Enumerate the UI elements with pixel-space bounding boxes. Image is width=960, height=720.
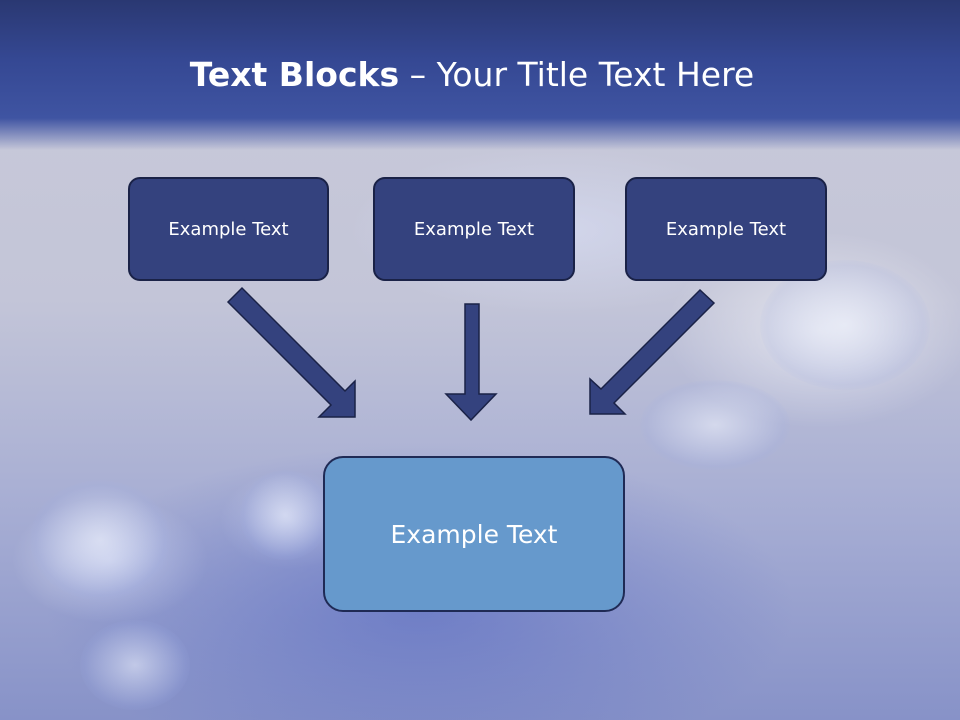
title-dash: – <box>399 55 437 94</box>
top-left-text-block: Example Text <box>128 177 329 281</box>
title-bar <box>0 0 960 150</box>
top-right-block-label: Example Text <box>665 218 787 240</box>
right-diagonal-arrow <box>589 288 716 415</box>
title-rest-text: Your Title Text Here <box>436 55 755 94</box>
left-diagonal-arrow <box>226 286 356 418</box>
background-glow <box>240 470 330 560</box>
bottom-block-label: Example Text <box>390 519 558 549</box>
background-glow <box>760 260 930 390</box>
background-glow <box>80 620 190 710</box>
bottom-text-block: Example Text <box>323 456 625 612</box>
title-bold-text: Text Blocks <box>189 55 400 94</box>
top-left-block-label: Example Text <box>168 218 289 240</box>
top-right-text-block: Example Text <box>625 177 827 281</box>
top-center-block-label: Example Text <box>413 218 535 240</box>
top-center-text-block: Example Text <box>373 177 575 281</box>
slide-title: Text Blocks – Your Title Text Here <box>0 52 944 98</box>
background-glow <box>30 480 170 600</box>
background-glow <box>640 380 790 470</box>
center-down-arrow <box>444 303 498 422</box>
